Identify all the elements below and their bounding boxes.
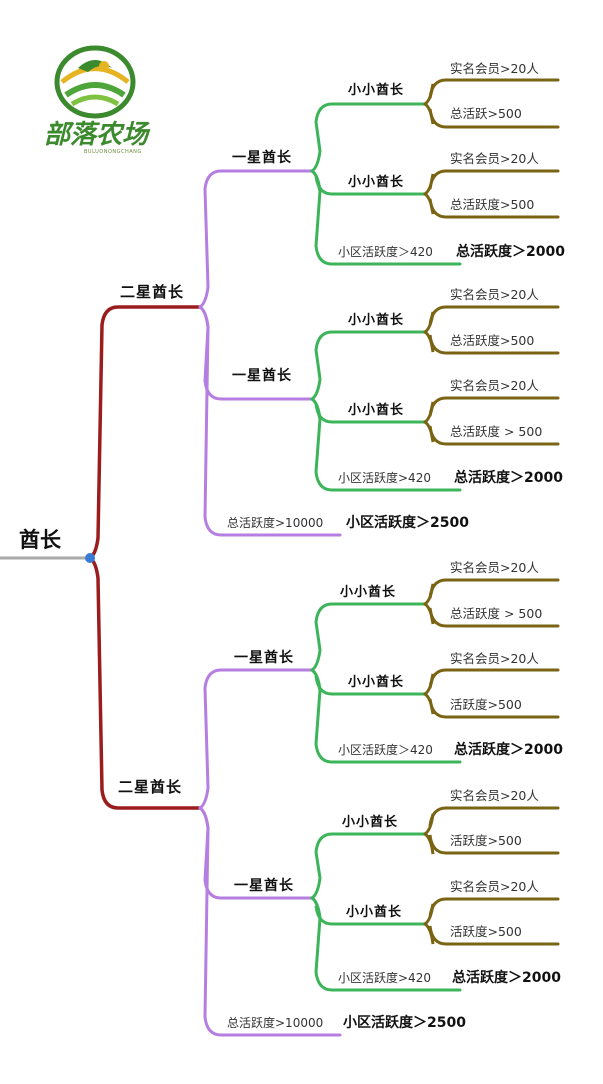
leaf-label: 总活跃>500 <box>450 106 522 121</box>
condition-label: 小区活跃度＞420 <box>338 244 433 259</box>
leaf-connector <box>423 578 560 606</box>
leaf-connector <box>423 602 560 628</box>
level3-node-label: 小小酋长 <box>346 904 402 920</box>
level2-connector <box>198 305 314 401</box>
level2-connector <box>198 305 342 537</box>
condition-label-bold: 小区活跃度＞2500 <box>343 1014 466 1031</box>
leaf-label: 活跃度>500 <box>450 833 522 848</box>
level3-node-label: 小小酋长 <box>348 312 404 328</box>
level3-connector <box>310 896 462 992</box>
node-labels: 酋长 二星酋长 一星酋长 小小酋长 实名会员>20人 总活跃>500 小小酋长 … <box>19 61 565 1031</box>
logo-emblem-icon <box>54 45 136 119</box>
level3-connector <box>310 330 427 401</box>
condition-label: 小区活跃度>420 <box>338 470 431 485</box>
condition-label-bold: 总活跃度＞2000 <box>454 741 563 758</box>
leaf-label: 实名会员>20人 <box>450 560 539 575</box>
leaf-connector <box>423 169 560 196</box>
leaf-label: 总活跃度 > 500 <box>450 606 542 621</box>
condition-label-bold: 小区活跃度＞2500 <box>346 514 469 531</box>
level2-node-label: 一星酋长 <box>234 877 294 894</box>
leaf-label: 实名会员>20人 <box>450 788 539 803</box>
level1-connector <box>88 305 202 560</box>
condition-label-bold: 总活跃度＞2000 <box>456 243 565 260</box>
leaf-connector <box>423 806 560 836</box>
leaf-connector <box>423 420 560 446</box>
leaf-label: 实名会员>20人 <box>450 651 539 666</box>
level1-node-label: 二星酋长 <box>120 283 184 301</box>
level3-connector <box>310 832 427 900</box>
leaf-label: 实名会员>20人 <box>450 151 539 166</box>
root-junction-dot <box>85 553 95 563</box>
level1-connector <box>88 556 202 810</box>
leaf-connector <box>423 102 560 129</box>
root-node-label: 酋长 <box>19 528 62 552</box>
level2-node-label: 一星酋长 <box>232 367 292 384</box>
leaf-label: 活跃度>500 <box>450 697 522 712</box>
leaf-connector <box>423 897 560 926</box>
leaf-label: 总活跃度>500 <box>450 197 534 212</box>
level3-connector <box>310 668 462 764</box>
leaf-connector <box>423 330 560 355</box>
level3-node-label: 小小酋长 <box>348 402 404 418</box>
level3-node-label: 小小酋长 <box>348 674 404 690</box>
level3-connector <box>310 397 462 492</box>
logo-subtitle: BULUONONGCHANG <box>84 149 142 155</box>
level2-connector <box>198 668 314 810</box>
level3-node-label: 小小酋长 <box>348 82 404 98</box>
level3-connector <box>310 602 427 672</box>
leaf-connector <box>423 692 560 719</box>
leaf-label: 实名会员>20人 <box>450 61 539 76</box>
connector-lines <box>0 78 560 1037</box>
leaf-connector <box>423 78 560 106</box>
leaf-connector <box>423 832 560 855</box>
level3-node-label: 小小酋长 <box>348 174 404 190</box>
level2-node-label: 一星酋长 <box>234 649 294 666</box>
leaf-label: 活跃度>500 <box>450 924 522 939</box>
level3-node-label: 小小酋长 <box>340 584 396 600</box>
condition-label-bold: 总活跃度＞2000 <box>452 969 561 986</box>
logo-name: 部落农场 <box>44 120 151 150</box>
level3-connector <box>310 169 462 266</box>
condition-label: 总活跃度>10000 <box>227 515 323 530</box>
logo: 部落农场 BULUONONGCHANG <box>44 45 151 155</box>
leaf-label: 实名会员>20人 <box>450 879 539 894</box>
condition-label: 小区活跃度>420 <box>338 970 431 985</box>
level3-connector <box>310 102 427 173</box>
level2-connector <box>198 169 314 309</box>
level3-node-label: 小小酋长 <box>342 814 398 830</box>
condition-label: 总活跃度>10000 <box>227 1015 323 1030</box>
level2-connector <box>198 806 342 1037</box>
level2-node-label: 一星酋长 <box>232 149 292 166</box>
leaf-connector <box>423 192 560 219</box>
leaf-label: 总活跃度>500 <box>450 333 534 348</box>
leaf-connector <box>423 668 560 696</box>
level1-node-label: 二星酋长 <box>118 778 182 796</box>
leaf-connector <box>423 922 560 946</box>
leaf-label: 实名会员>20人 <box>450 287 539 302</box>
leaf-label: 总活跃度 > 500 <box>450 424 542 439</box>
condition-label: 小区活跃度＞420 <box>338 742 433 757</box>
leaf-label: 实名会员>20人 <box>450 378 539 393</box>
leaf-connector <box>423 396 560 424</box>
condition-label-bold: 总活跃度＞2000 <box>454 469 563 486</box>
leaf-connector <box>423 305 560 334</box>
